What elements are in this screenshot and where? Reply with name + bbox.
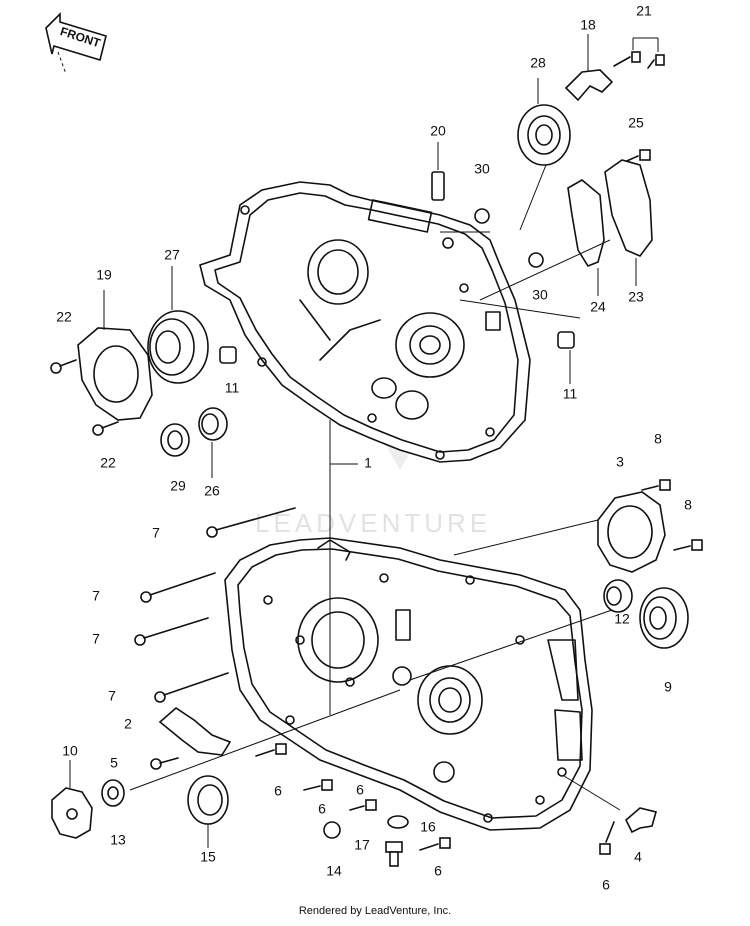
part-label: 22 — [56, 309, 72, 325]
bushing-13 — [101, 779, 125, 807]
part-label: 30 — [532, 287, 548, 303]
bracket-2 — [158, 706, 232, 756]
part-label: 10 — [62, 743, 78, 759]
dowel-pin-20 — [431, 142, 445, 201]
washer-30-upper — [474, 208, 490, 224]
part-label: 8 — [684, 497, 692, 513]
drain-plug-17 — [385, 841, 403, 867]
part-label: 20 — [430, 123, 446, 139]
plate-24 — [567, 179, 605, 267]
bearing-27 — [147, 266, 209, 384]
part-label: 1 — [364, 455, 372, 471]
part-label: 13 — [110, 832, 126, 848]
bolt-6-c — [349, 799, 377, 811]
part-label: 6 — [602, 877, 610, 893]
bearing-28 — [517, 78, 571, 166]
part-label: 30 — [474, 161, 490, 177]
part-label: 28 — [530, 55, 546, 71]
oil-seal-15 — [187, 775, 229, 848]
part-label: 14 — [326, 863, 342, 879]
part-label: 24 — [590, 299, 606, 315]
screw-5 — [150, 757, 179, 770]
part-label: 8 — [654, 431, 662, 447]
gasket-3 — [597, 491, 666, 573]
screw-22-lower — [92, 421, 119, 436]
gasket-19 — [77, 327, 153, 421]
part-label: 19 — [96, 267, 112, 283]
footer-credit: Rendered by LeadVenture, Inc. — [298, 905, 452, 917]
part-label: 4 — [634, 849, 642, 865]
part-label: 15 — [200, 849, 216, 865]
washer-14 — [323, 821, 341, 839]
part-label: 21 — [636, 3, 652, 19]
long-bolt-7-a — [206, 507, 296, 538]
washer-30-lower — [528, 252, 544, 268]
long-bolt-7-c — [134, 617, 209, 646]
part-label: 3 — [616, 454, 624, 470]
long-bolt-7-d — [154, 672, 229, 703]
bolt-8-upper — [641, 479, 671, 491]
bolt-6-a — [255, 743, 287, 757]
clamp-18 — [564, 69, 614, 102]
upper-crankcase — [199, 181, 531, 463]
collar-26 — [198, 407, 228, 441]
lower-crankcase — [224, 537, 593, 831]
part-label: 12 — [614, 611, 630, 627]
part-label: 7 — [92, 631, 100, 647]
part-label: 11 — [563, 386, 578, 402]
clip-4 — [625, 807, 657, 834]
part-label: 26 — [204, 483, 220, 499]
part-label: 9 — [664, 679, 672, 695]
part-label: 22 — [100, 455, 116, 471]
part-label: 27 — [164, 247, 180, 263]
part-label: 7 — [92, 588, 100, 604]
part-label: 7 — [152, 525, 160, 541]
bolt-6-b — [303, 779, 333, 791]
part-label: 23 — [628, 289, 644, 305]
front-arrow-icon: FRONT — [45, 12, 107, 75]
part-label: 11 — [225, 380, 240, 396]
bushing-12 — [603, 579, 633, 613]
part-label: 5 — [110, 755, 118, 771]
watermark-text: LEADVENTURE — [255, 508, 491, 538]
part-number-labels: 21 18 28 20 30 25 19 27 22 11 30 24 23 1… — [56, 3, 692, 893]
part-label: 25 — [628, 115, 644, 131]
part-label: 18 — [580, 17, 596, 33]
bolt-8-lower — [673, 539, 703, 551]
bolt-6-d — [419, 837, 451, 851]
long-bolt-7-b — [140, 572, 216, 603]
part-label: 6 — [434, 863, 442, 879]
part-label: 6 — [318, 801, 326, 817]
dowel-11-left — [219, 346, 237, 364]
bearing-9 — [639, 587, 689, 649]
part-label: 6 — [356, 782, 364, 798]
gasket-23 — [604, 159, 653, 257]
needle-bearing-29 — [160, 423, 190, 457]
washer-16 — [387, 815, 409, 829]
part-label: 29 — [170, 478, 186, 494]
part-label: 2 — [124, 716, 132, 732]
part-label: 6 — [274, 783, 282, 799]
part-label: 17 — [354, 837, 370, 853]
cap-10 — [51, 760, 93, 839]
part-label: 7 — [108, 688, 116, 704]
dowel-11-right — [557, 331, 575, 349]
screw-22-upper — [50, 359, 77, 374]
part-label: 16 — [420, 819, 436, 835]
bolt-6-e — [599, 821, 615, 855]
bolt-21 — [613, 37, 665, 69]
